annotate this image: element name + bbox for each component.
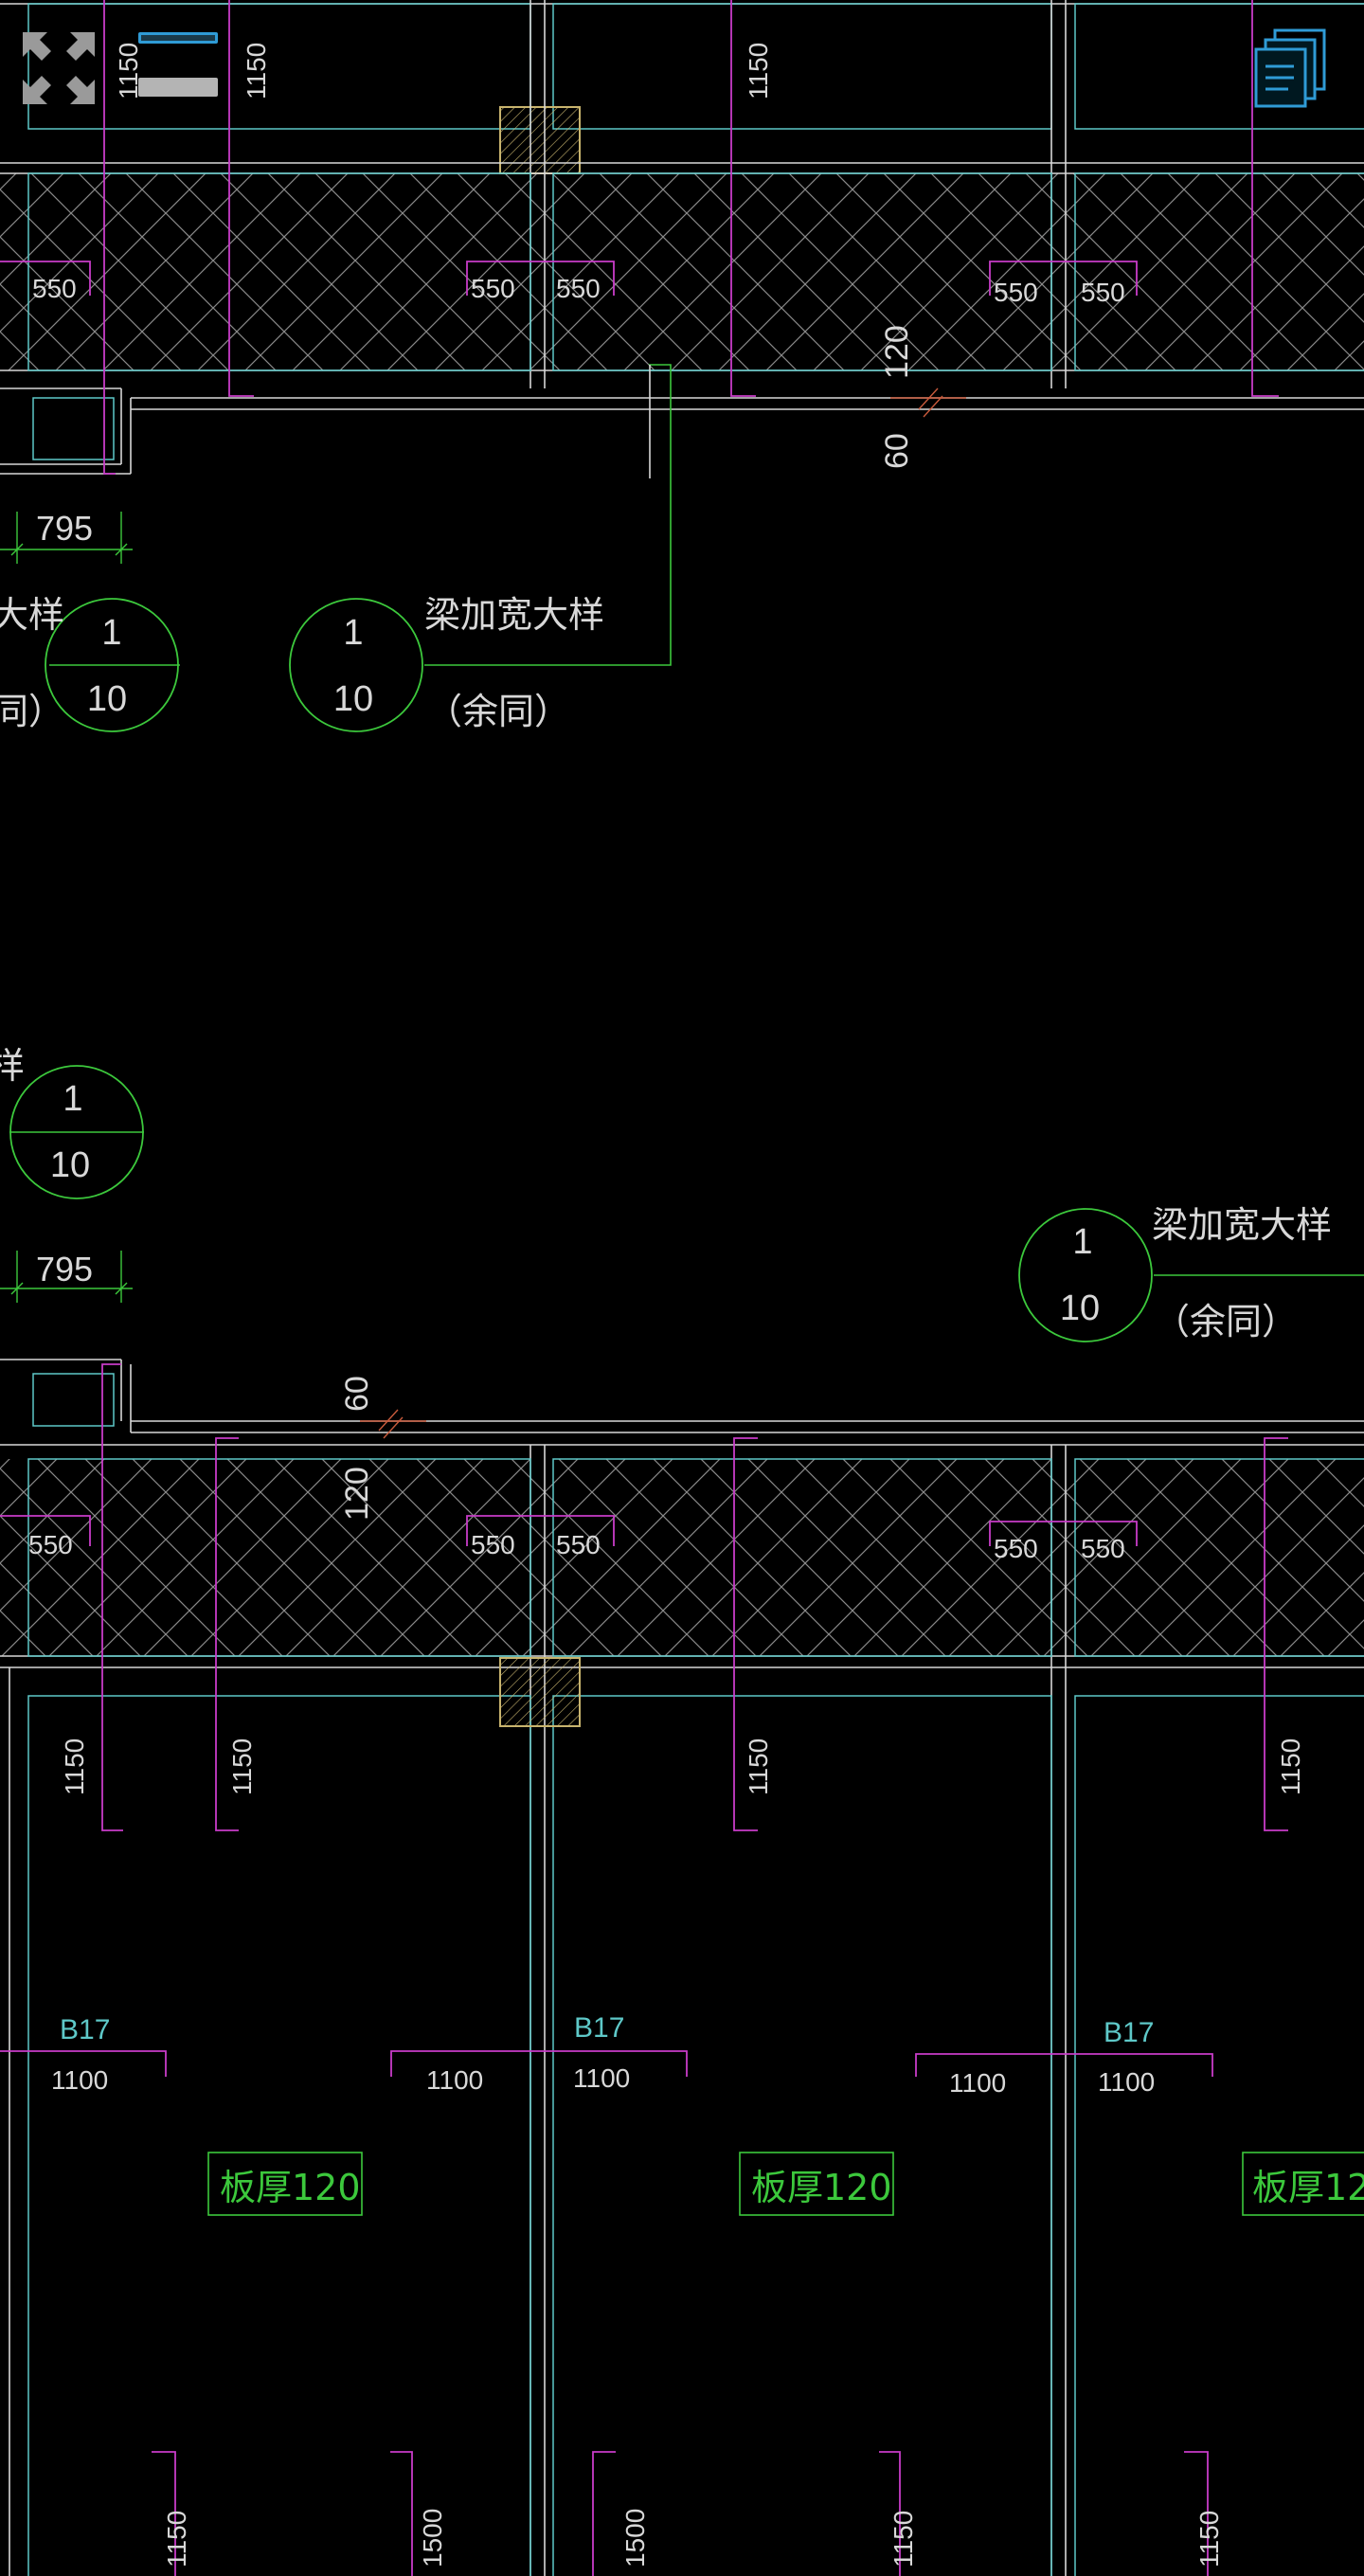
- svg-text:1: 1: [343, 613, 363, 653]
- detail-circle-3[interactable]: 1 10: [9, 1065, 144, 1199]
- column-bottom: [499, 1657, 581, 1727]
- svg-text:550: 550: [471, 1530, 515, 1559]
- stacked-pages-icon: [1254, 28, 1326, 108]
- panel-toggle-button[interactable]: [138, 30, 220, 99]
- svg-text:1100: 1100: [573, 2063, 630, 2093]
- svg-text:B17: B17: [1104, 2017, 1154, 2048]
- layers-button[interactable]: [1250, 25, 1336, 110]
- svg-text:1: 1: [101, 613, 121, 653]
- svg-text:550: 550: [1081, 1534, 1125, 1563]
- detail-circle-1[interactable]: 1 10: [45, 598, 179, 732]
- svg-text:（余同）: （余同）: [426, 691, 570, 732]
- svg-text:1150: 1150: [227, 1738, 257, 1795]
- svg-text:1100: 1100: [1098, 2067, 1155, 2097]
- svg-text:B17: B17: [574, 2012, 624, 2044]
- svg-text:550: 550: [994, 1534, 1038, 1563]
- expand-arrows-icon: [23, 32, 95, 104]
- bottom-rebar: [0, 1363, 1288, 2576]
- svg-text:1150: 1150: [60, 1738, 89, 1795]
- svg-text:B17: B17: [60, 2014, 110, 2045]
- svg-text:1150: 1150: [744, 43, 773, 99]
- dimension-795-bottom: [0, 1251, 133, 1303]
- dimension-795-top: [0, 512, 133, 564]
- svg-text:10: 10: [333, 679, 373, 719]
- svg-text:1150: 1150: [114, 43, 143, 99]
- svg-text:板厚120: 板厚120: [220, 2167, 361, 2208]
- detail-circle-4[interactable]: 1 10: [1018, 1208, 1153, 1342]
- svg-text:1100: 1100: [426, 2065, 483, 2095]
- svg-text:1500: 1500: [418, 2509, 447, 2567]
- gray-bar: [138, 78, 218, 97]
- svg-text:1: 1: [63, 1079, 82, 1119]
- svg-text:同）: 同）: [0, 691, 64, 732]
- svg-text:10: 10: [1060, 1288, 1100, 1328]
- svg-text:1150: 1150: [162, 2511, 191, 2567]
- slab-tag-1[interactable]: 板厚120: [207, 2152, 363, 2216]
- top-room-strip: [0, 3, 1364, 130]
- svg-text:板厚120: 板厚120: [1252, 2167, 1364, 2208]
- svg-text:550: 550: [32, 274, 77, 303]
- fullscreen-button[interactable]: [19, 28, 99, 108]
- viewer-toolbar: [0, 0, 1364, 114]
- svg-text:1: 1: [1072, 1222, 1092, 1262]
- svg-text:550: 550: [556, 274, 601, 303]
- svg-text:（余同）: （余同）: [1154, 1301, 1298, 1342]
- svg-text:1150: 1150: [1194, 2511, 1224, 2567]
- svg-text:795: 795: [36, 1250, 93, 1288]
- svg-text:550: 550: [556, 1530, 601, 1559]
- svg-text:10: 10: [87, 679, 127, 719]
- svg-text:1100: 1100: [51, 2065, 108, 2095]
- svg-text:大样: 大样: [0, 594, 64, 636]
- accent-bar: [138, 32, 218, 44]
- svg-text:10: 10: [50, 1145, 90, 1185]
- svg-text:550: 550: [471, 274, 515, 303]
- svg-text:795: 795: [36, 509, 93, 548]
- detail-texts: 梁加宽大样 （余同） 大样 同） 样 梁加宽大样 （余同）: [0, 594, 1332, 1342]
- svg-text:1150: 1150: [744, 1738, 773, 1795]
- bottom-beam-band: [0, 1359, 1364, 2576]
- svg-text:60: 60: [339, 1376, 375, 1412]
- svg-text:样: 样: [0, 1045, 25, 1087]
- svg-text:1150: 1150: [888, 2511, 918, 2567]
- svg-text:120: 120: [879, 325, 915, 379]
- top-rebar: [0, 0, 1279, 475]
- slab-tag-2[interactable]: 板厚120: [739, 2152, 894, 2216]
- dimension-texts: 795 795 550 550 550 550 550 550 550 550 …: [28, 43, 1305, 2567]
- svg-text:550: 550: [1081, 278, 1125, 307]
- svg-text:1150: 1150: [1276, 1738, 1305, 1795]
- svg-text:550: 550: [994, 278, 1038, 307]
- svg-text:60: 60: [879, 433, 915, 469]
- svg-text:1500: 1500: [620, 2509, 650, 2567]
- svg-text:550: 550: [28, 1530, 73, 1559]
- slab-tag-3[interactable]: 板厚120: [1242, 2152, 1364, 2216]
- svg-text:1150: 1150: [242, 43, 271, 99]
- dim-ticks: [360, 387, 966, 1439]
- svg-text:板厚120: 板厚120: [751, 2167, 892, 2208]
- beam-labels: B17 B17 B17: [60, 2012, 1154, 2048]
- svg-text:1100: 1100: [949, 2068, 1006, 2098]
- svg-text:120: 120: [339, 1467, 375, 1521]
- svg-text:梁加宽大样: 梁加宽大样: [424, 594, 604, 636]
- svg-text:梁加宽大样: 梁加宽大样: [1152, 1204, 1332, 1246]
- detail-circle-2[interactable]: 1 10: [289, 598, 423, 732]
- callout-leaders: [9, 364, 1364, 1276]
